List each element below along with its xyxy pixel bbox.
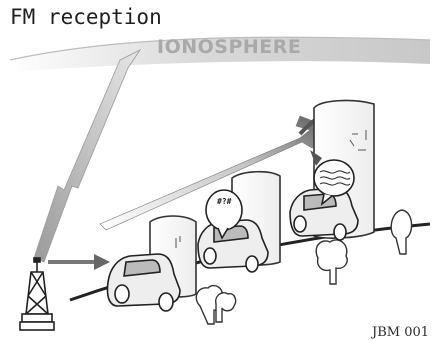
ionosphere-band: IONOSPHERE [10, 36, 430, 72]
figure-code: JBM 001 [370, 325, 429, 340]
interference-symbols: #?# [217, 197, 232, 206]
car-front [107, 254, 180, 311]
sky-wave-ray [34, 50, 140, 262]
ionosphere-label: IONOSPHERE [157, 36, 301, 58]
diagram-title: FM reception [10, 5, 162, 29]
transmitter-tower [20, 258, 54, 330]
